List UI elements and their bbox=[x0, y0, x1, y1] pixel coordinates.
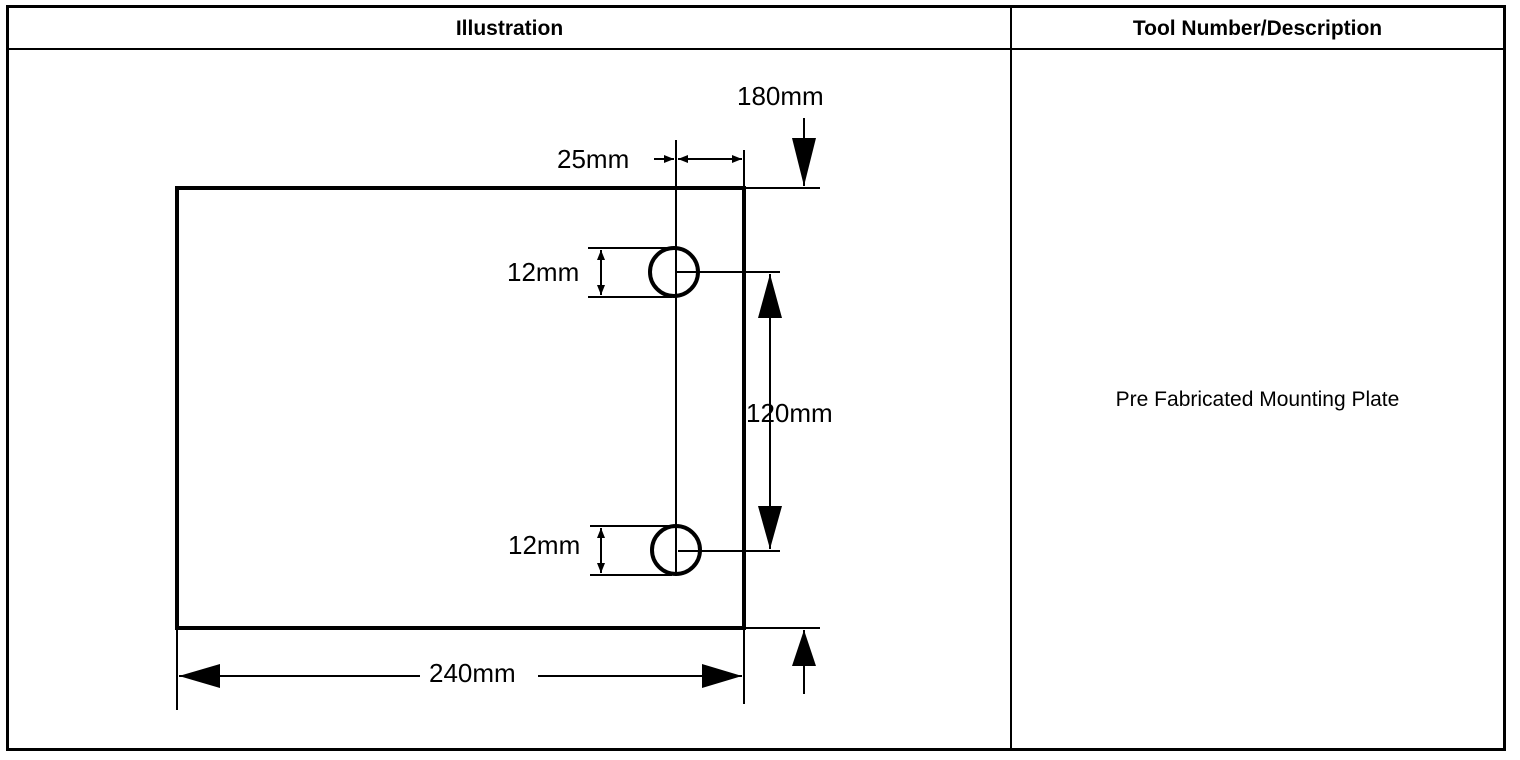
hole-offset-label: 25mm bbox=[557, 144, 629, 174]
hole-spacing-label: 120mm bbox=[746, 398, 833, 428]
top-hole-diameter-dimension: 12mm bbox=[507, 247, 672, 298]
top-hole-diameter-label: 12mm bbox=[507, 257, 579, 287]
tool-description: Pre Fabricated Mounting Plate bbox=[1115, 388, 1400, 411]
bottom-hole-diameter-label: 12mm bbox=[508, 530, 580, 560]
column-divider bbox=[1010, 8, 1012, 748]
hole-spacing-dimension: 120mm bbox=[676, 271, 833, 552]
overall-width-label: 240mm bbox=[429, 658, 516, 688]
header-tool-description: Tool Number/Description bbox=[1132, 17, 1383, 40]
overall-height-dimension: 180mm bbox=[737, 81, 824, 694]
hole-offset-dimension: 25mm bbox=[557, 144, 745, 188]
overall-width-dimension: 240mm bbox=[176, 628, 745, 710]
bottom-hole-diameter-dimension: 12mm bbox=[508, 525, 672, 576]
header-row: Illustration Tool Number/Description bbox=[9, 8, 1503, 50]
plate-outline bbox=[175, 186, 746, 630]
overall-height-label: 180mm bbox=[737, 81, 824, 111]
header-illustration: Illustration bbox=[455, 17, 564, 40]
tool-table: Illustration Tool Number/Description Pre… bbox=[6, 5, 1506, 751]
